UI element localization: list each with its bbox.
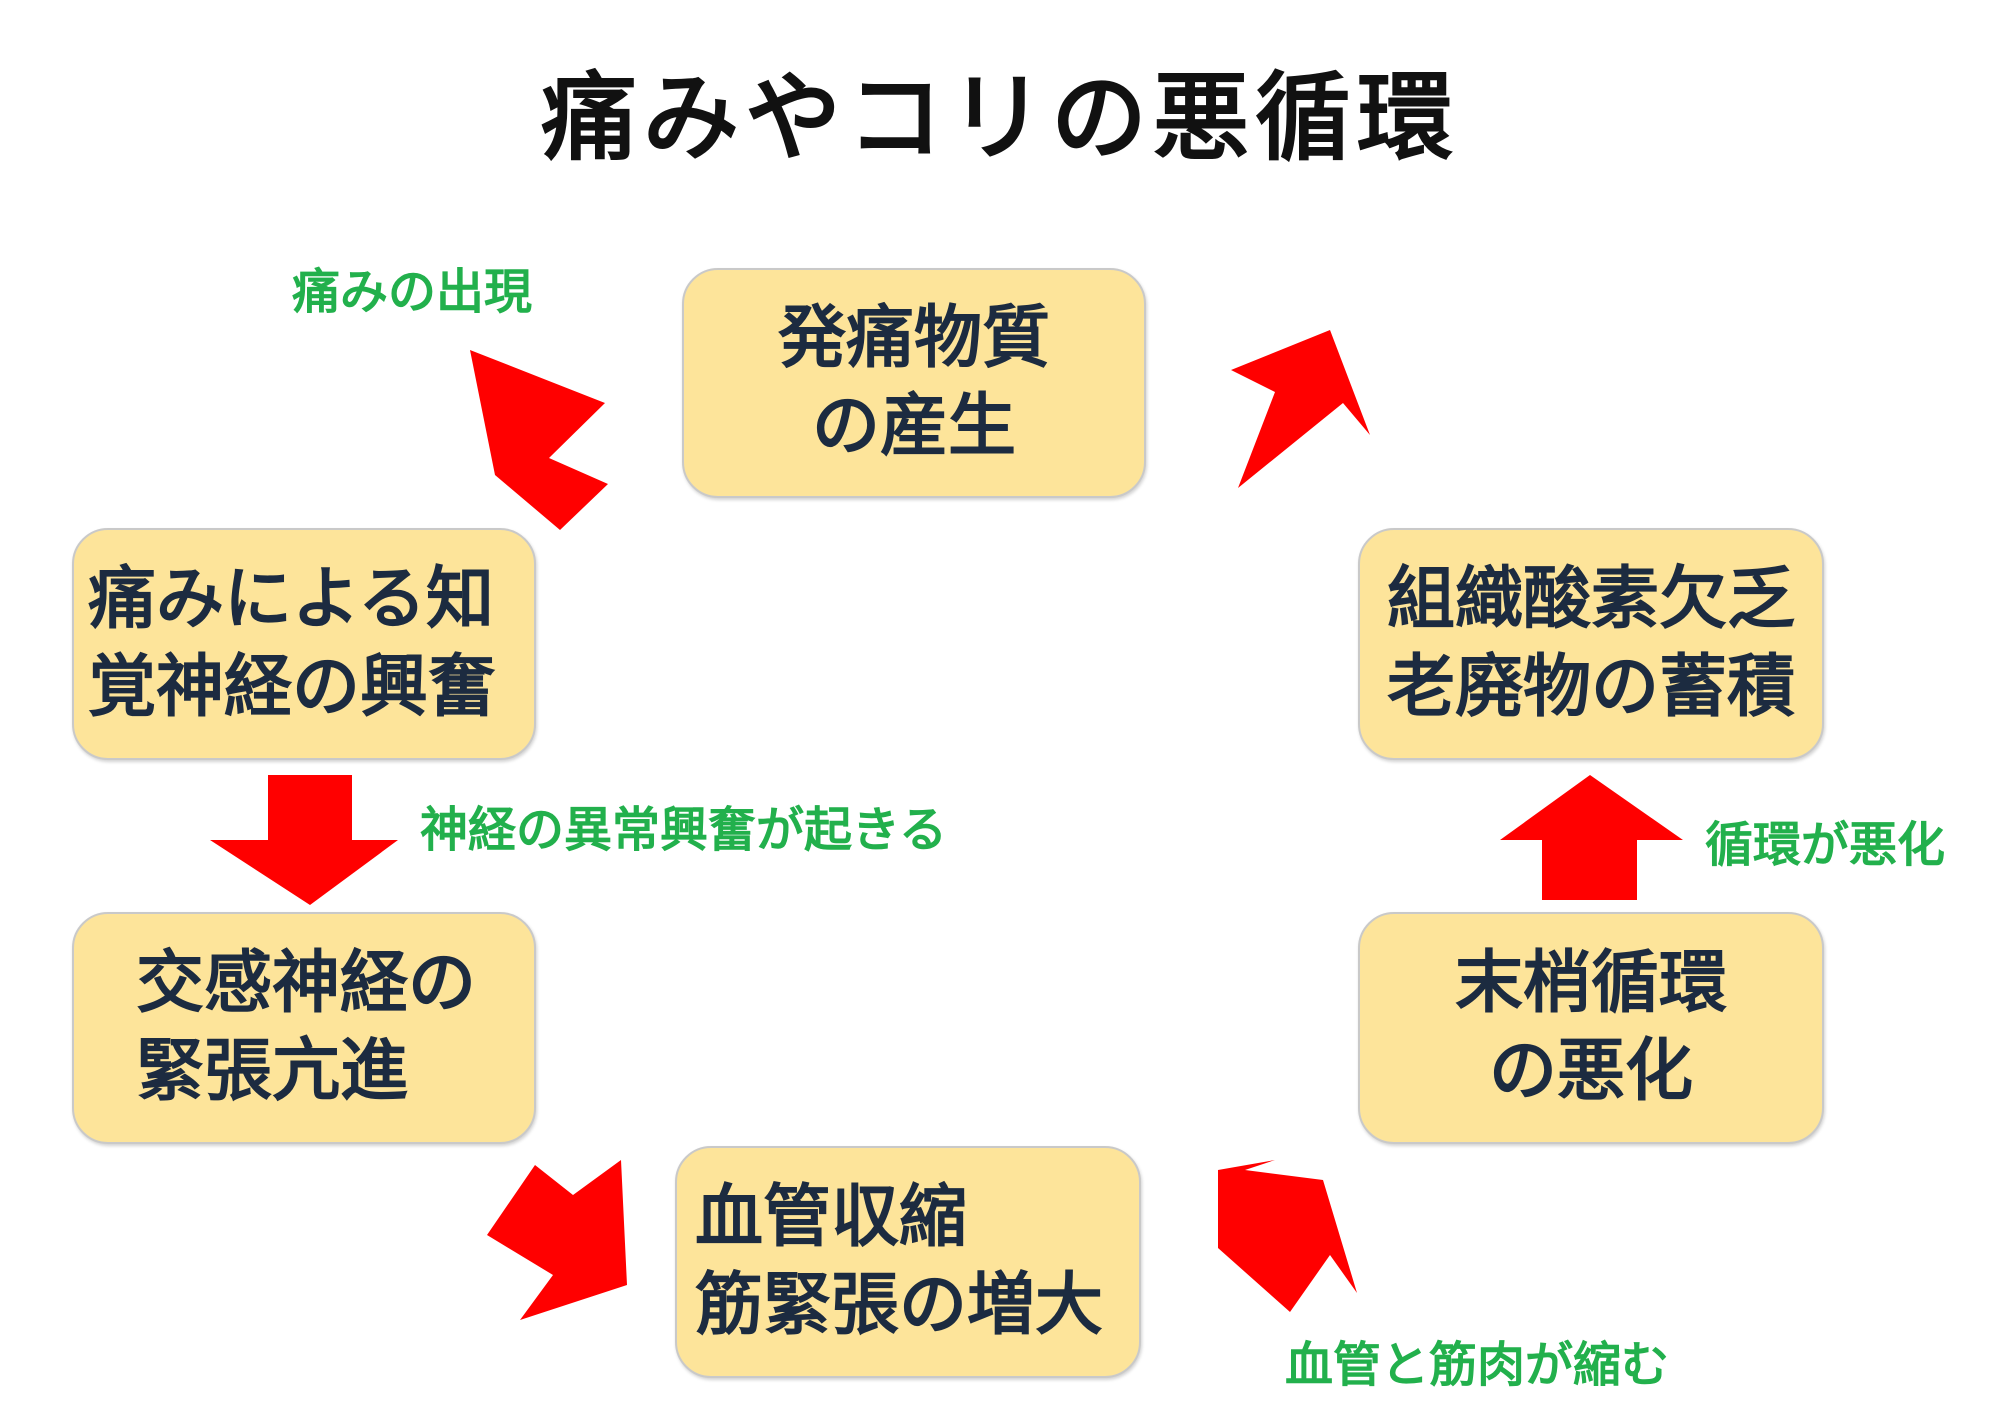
arrow-icon: [210, 775, 398, 905]
node-line: 筋緊張の増大: [695, 1266, 1104, 1345]
node-nerve-excitation: 痛みによる知 覚神経の興奮: [72, 528, 536, 760]
node-pain-substance: 発痛物質 の産生: [682, 268, 1146, 498]
node-line: 痛みによる知: [88, 560, 494, 639]
node-line: 覚神経の興奮: [88, 648, 497, 727]
arrow-icon: [1218, 1160, 1357, 1312]
node-circulation: 末梢循環 の悪化: [1358, 912, 1824, 1144]
node-line: 組織酸素欠乏: [1386, 560, 1795, 639]
node-vasoconstriction: 血管収縮 筋緊張の増大: [675, 1146, 1141, 1378]
arrow-icon: [487, 1160, 627, 1320]
node-line: 老廃物の蓄積: [1386, 648, 1795, 727]
node-line: 緊張亢進: [136, 1032, 409, 1111]
note-pain-appears: 痛みの出現: [292, 264, 533, 320]
node-line: の悪化: [1488, 1032, 1693, 1111]
note-abnormal-excitation: 神経の異常興奮が起きる: [420, 802, 948, 858]
diagram-title: 痛みやコリの悪循環: [541, 61, 1459, 174]
note-circulation-worse: 循環が悪化: [1705, 817, 1946, 873]
node-oxygen: 組織酸素欠乏 老廃物の蓄積: [1358, 528, 1824, 760]
node-line: 血管収縮: [695, 1178, 968, 1257]
node-line: 発痛物質: [777, 299, 1050, 378]
node-line: 末梢循環: [1454, 944, 1727, 1023]
node-sympathetic: 交感神経の 緊張亢進: [72, 912, 536, 1144]
arrow-icon: [470, 350, 608, 530]
arrow-icon: [1231, 330, 1370, 488]
node-line: 交感神経の: [136, 944, 477, 1023]
note-vessels-muscles: 血管と筋肉が縮む: [1285, 1337, 1670, 1393]
arrow-icon: [1500, 775, 1683, 900]
node-line: の産生: [811, 387, 1016, 466]
